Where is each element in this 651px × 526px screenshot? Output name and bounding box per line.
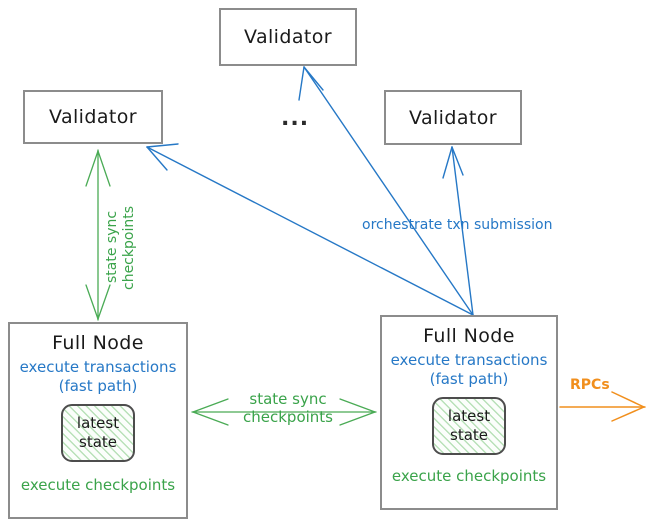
edge-label-state-sync-checkpoints-horizontal: state sync checkpoints bbox=[232, 390, 344, 427]
edge-label-rpcs: RPCs bbox=[570, 377, 610, 393]
full-node-execute-checkpoints-text: execute checkpoints bbox=[391, 466, 547, 485]
latest-state-store[interactable]: latest state bbox=[432, 396, 506, 455]
validator-box-right[interactable]: Validator bbox=[384, 90, 522, 145]
arrow-fullnode-right-to-validator-right bbox=[442, 146, 474, 316]
full-node-title: Full Node bbox=[423, 325, 515, 347]
latest-state-line-1: latest bbox=[76, 414, 120, 433]
arrow-fullnode-right-to-validator-left bbox=[146, 143, 474, 316]
edge-label-checkpoints-vertical: checkpoints bbox=[121, 206, 137, 290]
latest-state-line-2: state bbox=[79, 432, 117, 451]
arrow-state-sync-vertical bbox=[85, 149, 111, 321]
full-node-box-left[interactable]: Full Node execute transactions (fast pat… bbox=[8, 322, 188, 519]
full-node-fast-path-text: execute transactions (fast path) bbox=[20, 358, 177, 396]
full-node-title: Full Node bbox=[52, 332, 144, 354]
validator-label: Validator bbox=[409, 106, 497, 129]
full-node-fast-path-text: execute transactions (fast path) bbox=[391, 351, 548, 389]
full-node-blue-line-2: (fast path) bbox=[429, 369, 509, 388]
latest-state-store[interactable]: latest state bbox=[61, 403, 135, 462]
full-node-blue-line-1: execute transactions bbox=[390, 351, 548, 369]
state-sync-line-2: checkpoints bbox=[243, 408, 333, 427]
full-node-box-right[interactable]: Full Node execute transactions (fast pat… bbox=[380, 315, 558, 510]
full-node-blue-line-1: execute transactions bbox=[19, 358, 177, 376]
ellipsis-more-validators: ... bbox=[281, 106, 310, 131]
validator-box-top[interactable]: Validator bbox=[219, 8, 357, 66]
validator-box-left[interactable]: Validator bbox=[23, 90, 163, 144]
full-node-execute-checkpoints-text: execute checkpoints bbox=[20, 475, 176, 494]
latest-state-line-2: state bbox=[450, 425, 488, 444]
arrow-fullnode-right-to-validator-top bbox=[298, 66, 474, 316]
edge-label-orchestrate-txn-submission: orchestrate txn submission bbox=[362, 217, 553, 233]
latest-state-line-1: latest bbox=[447, 407, 491, 426]
validator-label: Validator bbox=[244, 26, 332, 48]
validator-label: Validator bbox=[49, 106, 137, 128]
arrow-state-sync-horizontal bbox=[191, 398, 377, 426]
full-node-blue-line-2: (fast path) bbox=[58, 376, 138, 395]
arrow-rpcs-out bbox=[559, 391, 646, 422]
edge-label-state-sync-vertical: state sync bbox=[104, 210, 120, 283]
state-sync-line-1: state sync bbox=[249, 390, 327, 408]
